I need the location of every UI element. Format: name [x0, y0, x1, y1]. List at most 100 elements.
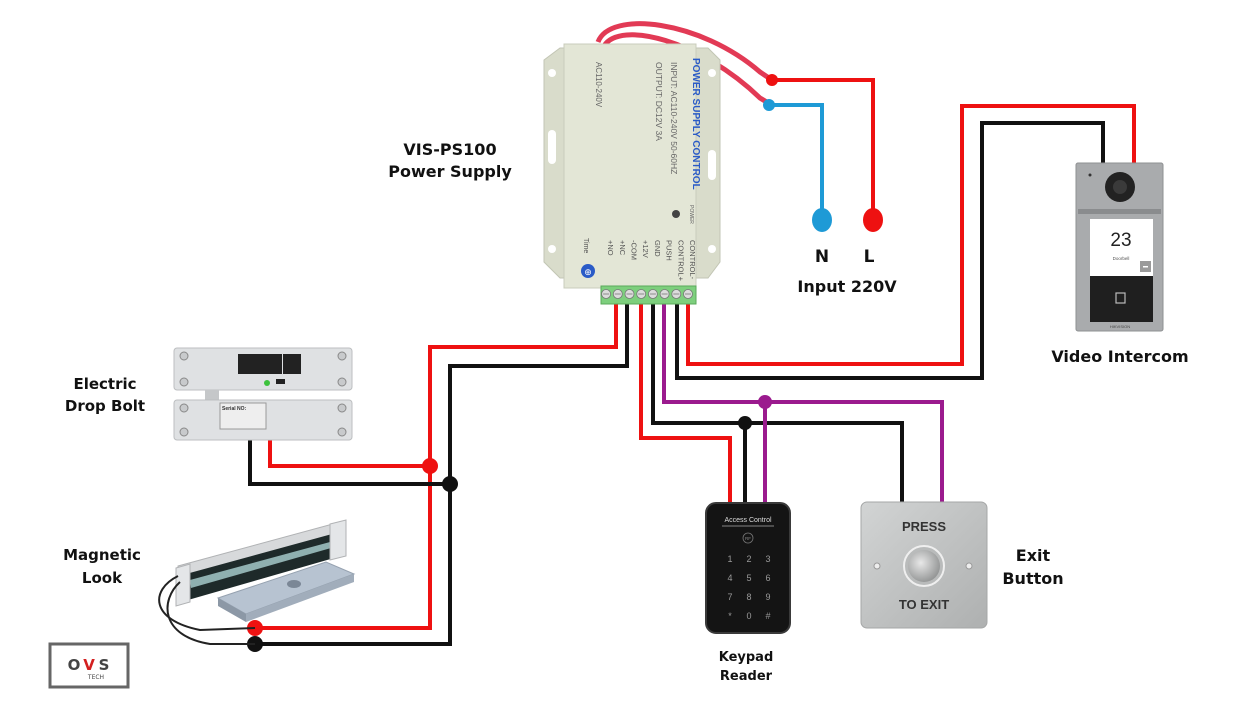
keypad-key: *	[728, 611, 732, 621]
psu-time-knob	[581, 264, 595, 278]
maglock-armature-side	[218, 598, 246, 622]
wire-ac-feed-1	[595, 21, 774, 83]
terminal-label: CONTROL+	[676, 240, 685, 282]
input-voltage-label: Input 220V	[797, 277, 897, 296]
drop-bolt-screw	[337, 427, 347, 437]
logo-letter-s: S	[99, 656, 110, 674]
mag-lock-label-1: Magnetic	[63, 546, 141, 564]
neutral-label: N	[815, 247, 829, 267]
keypad-label-2: Reader	[720, 669, 773, 684]
exit-button-top-text: PRESS	[902, 519, 946, 534]
junction-live	[766, 74, 778, 86]
drop-bolt-switch	[276, 379, 285, 384]
junction-neutral	[763, 99, 775, 111]
exit-button-screw	[873, 562, 881, 570]
terminal-label: +NO	[606, 240, 615, 256]
terminal-label: PUSH	[665, 240, 674, 261]
intercom-label: Video Intercom	[1051, 347, 1188, 366]
wire-intercom-red	[686, 104, 1136, 366]
terminal-neutral	[812, 208, 832, 232]
drop-bolt-screw	[179, 427, 189, 437]
drop-bolt-label-2: Drop Bolt	[65, 397, 145, 415]
exit-button-push	[908, 550, 940, 582]
drop-bolt-screw	[337, 403, 347, 413]
exit-label-2: Button	[1002, 569, 1063, 588]
exit-button-bottom-text: TO EXIT	[899, 597, 949, 612]
psu-time-label: Time	[582, 238, 589, 253]
wire-bolt-black	[248, 440, 450, 486]
psu-mount-hole	[708, 69, 716, 77]
magnetic-lock	[158, 519, 356, 645]
keypad-header: Access Control	[724, 517, 772, 524]
keypad-label-1: Keypad	[719, 650, 774, 665]
drop-bolt-screw	[179, 403, 189, 413]
wire-push	[662, 302, 944, 505]
drop-bolt-serial-label: Serial NO:	[222, 406, 247, 412]
drop-bolt-pin	[205, 390, 219, 400]
live-label: L	[864, 247, 875, 267]
intercom-brand: HIKVISION	[1110, 324, 1130, 329]
wire-keypad-black	[651, 302, 904, 505]
keypad-key: 2	[746, 554, 751, 564]
drop-bolt-serial-sticker	[219, 402, 267, 430]
intercom-call-button-dash	[1143, 266, 1148, 268]
intercom-speaker-grille	[1078, 209, 1161, 214]
drop-bolt-label-plate	[238, 354, 282, 374]
terminal-label: -COM	[630, 240, 639, 260]
drop-bolt-screw	[179, 351, 189, 361]
wire-intercom-black	[675, 121, 1105, 380]
psu-mount-hole	[548, 69, 556, 77]
keypad-key: 9	[765, 592, 770, 602]
terminal-label: GND	[653, 240, 662, 257]
psu-body	[563, 43, 697, 289]
logo-letter-o: O	[68, 656, 81, 674]
junction-bolt-black	[442, 476, 458, 492]
junction-push	[758, 395, 772, 409]
logo-letter-v: V	[83, 656, 95, 674]
wire-bolt-red	[268, 440, 430, 468]
maglock-core-stripe	[190, 542, 331, 588]
terminal-label: +12V	[641, 240, 650, 258]
drop-bolt-label-1: Electric	[73, 375, 136, 393]
intercom-mic	[1088, 173, 1092, 177]
terminal-live	[863, 208, 883, 232]
psu-model-label: VIS-PS100	[403, 140, 496, 159]
psu-ac-label: AC110-240V	[594, 62, 603, 108]
psu-title: POWER SUPPLY CONTROL	[690, 58, 701, 190]
wire-live	[772, 78, 875, 212]
intercom-display-subtext: Doorbell	[1113, 256, 1130, 261]
psu-time-knob-glyph: ⊕	[584, 268, 592, 278]
wire-keypad-red	[639, 302, 732, 505]
maglock-end-plate-left	[175, 563, 191, 607]
electric-drop-bolt: Serial NO:	[173, 347, 353, 441]
keypad-key: 1	[727, 554, 732, 564]
exit-button: PRESS TO EXIT	[860, 501, 988, 629]
keypad-rf-icon	[742, 532, 754, 544]
keypad-key: 3	[765, 554, 770, 564]
keypad-key: 0	[746, 611, 751, 621]
drop-bolt-screw	[179, 377, 189, 387]
psu-mount-slot	[548, 130, 556, 164]
keypad-key: 7	[727, 592, 732, 602]
psu-name-label: Power Supply	[388, 162, 512, 181]
maglock-cable-1	[158, 575, 256, 632]
drop-bolt-screw	[337, 377, 347, 387]
psu-power-led	[672, 210, 680, 218]
mag-lock-label-2: Look	[82, 569, 123, 587]
maglock-cable-2	[166, 581, 255, 645]
keypad-key: 8	[746, 592, 751, 602]
psu-mount-slot	[708, 150, 716, 180]
logo-subtext: TECH	[87, 674, 104, 681]
maglock-end-plate-right	[329, 519, 347, 561]
keypad-key: 5	[746, 573, 751, 583]
ovs-tech-logo: O V S TECH	[48, 642, 130, 689]
wire-lock-red	[255, 302, 618, 630]
drop-bolt-label-plate-2	[283, 354, 301, 374]
psu-mount-hole	[548, 245, 556, 253]
psu-mount-hole	[708, 245, 716, 253]
intercom-camera-lens	[1113, 180, 1127, 194]
psu-power-led-label: POWER	[688, 205, 694, 224]
wire-neutral	[770, 103, 824, 212]
